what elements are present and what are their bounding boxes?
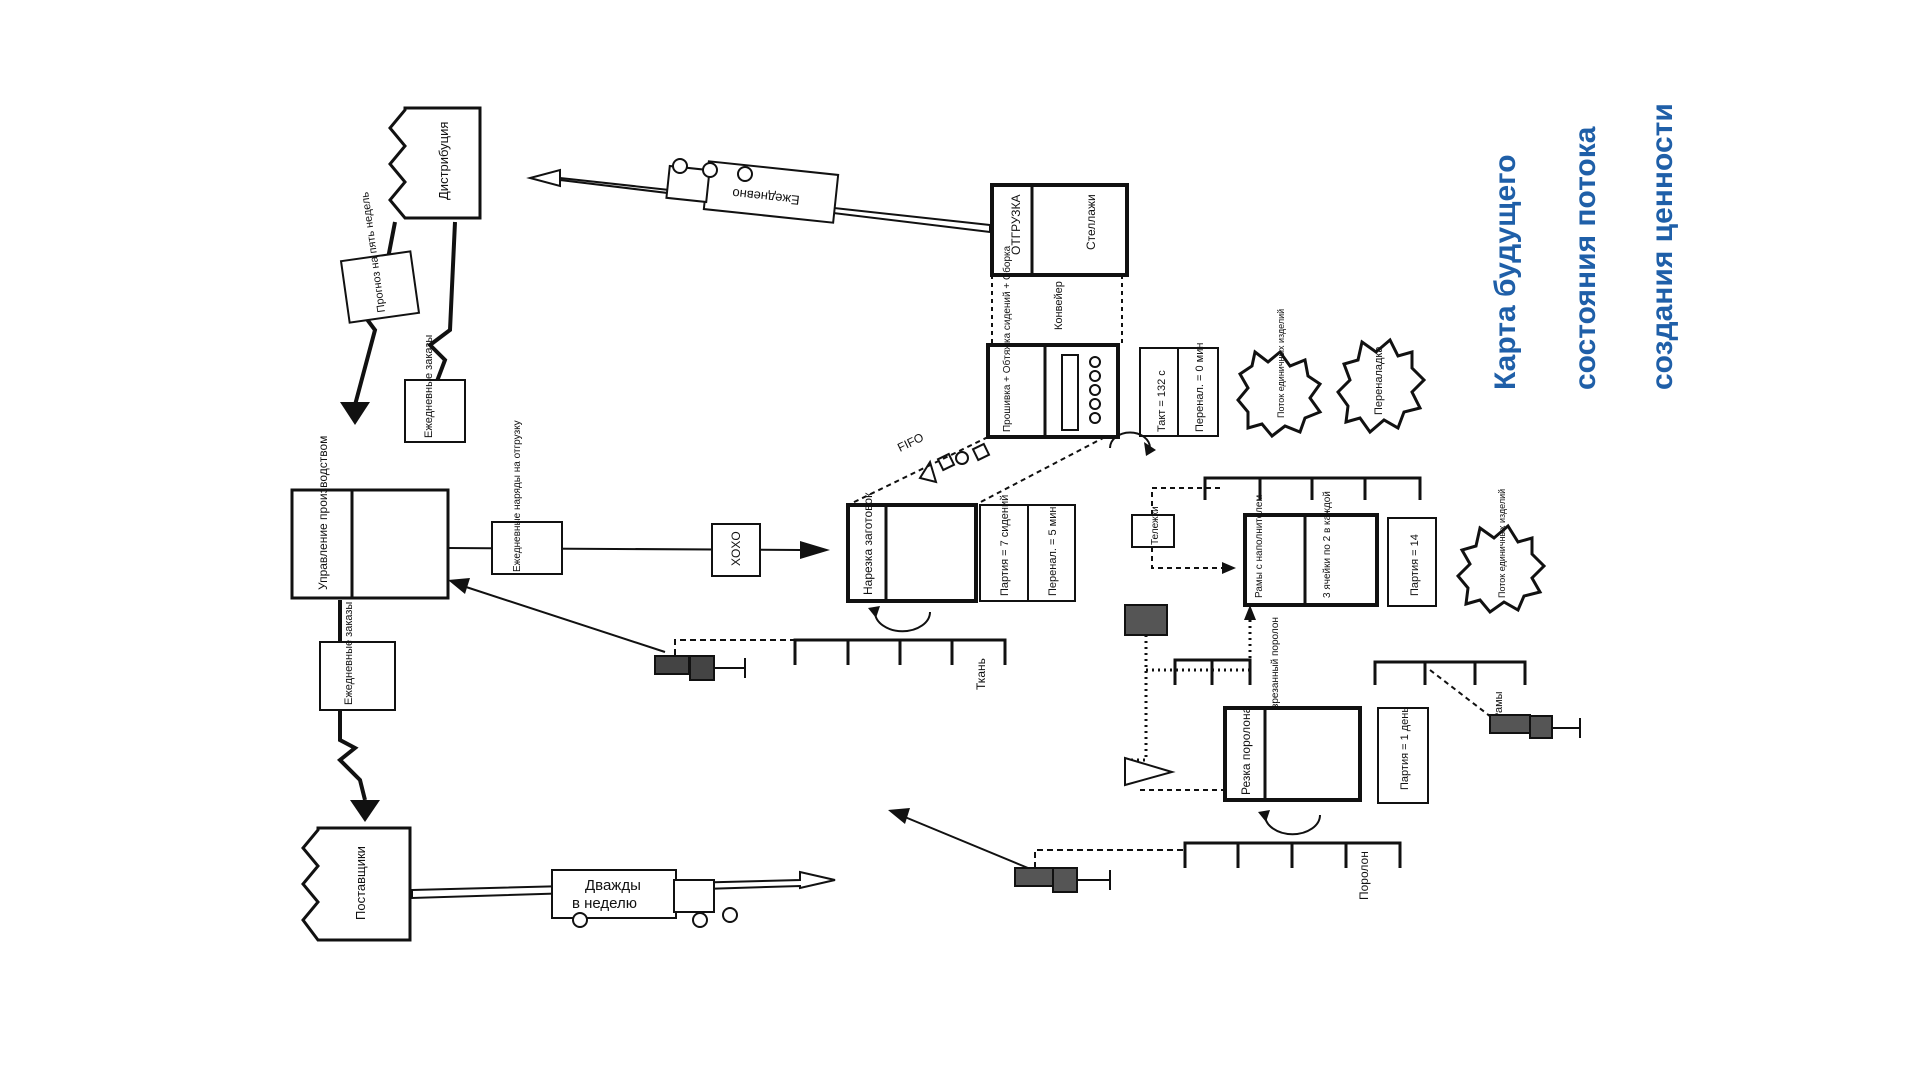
sewing-cycle-icon [1109,431,1156,456]
foam-supermarket: Поролон [1183,841,1402,900]
sewing-takt: Такт = 132 с [1156,370,1168,432]
trolley-label: Тележки [1150,506,1161,545]
frame-filler-process: Рамы с наполнителем 3 ячейки по 2 в кажд… [1243,491,1379,607]
frames-supermarket: Рамы [1373,660,1581,739]
daily-shipping-arrow: Ежедневно [526,158,991,234]
cut-foam-supermarket: Разрезанный поролон [1173,617,1281,720]
title-line-3: создания ценности [1646,103,1679,390]
supplier-shipping-arrow: Дважды в неделю [411,869,836,928]
shipping-label: ОТГРУЗКА [1009,194,1023,255]
map-title: Карта будущего состояния потока создания… [1489,103,1679,390]
fifo-shapes-icon [918,442,991,484]
distribution-factory: Дистрибуция [388,106,482,220]
fabric-label: Ткань [974,658,988,690]
foam-cutting-process: Резка поролона [1223,706,1362,802]
shipping-list-flow: Ежедневные наряды на отгрузку XOXO [447,420,830,577]
foam-cutting-batch: Партия = 1 день [1399,707,1411,790]
title-line-2: состояния потока [1569,126,1602,390]
foam-cutting-label: Резка поролона [1239,706,1253,795]
cutting-blanks-process: Нарезка заготовок [846,492,978,603]
kaizen-changeover-burst: Переналадка [1336,337,1427,435]
frames-label: Рамы [1493,691,1505,720]
shipping-process: ОТГРУЗКА Стеллажи [990,183,1129,277]
foam-cutting-cycle-icon [1258,810,1321,836]
twice-weekly-line-2: в неделю [572,895,637,912]
frame-filler-data-box: Партия = 14 [1387,517,1437,607]
frame-filler-label: Рамы с наполнителем [1254,495,1265,598]
kaizen-changeover-label: Переналадка [1373,346,1385,415]
daily-truck-label: Ежедневно [731,186,800,208]
fifo-lane: FIFO [847,430,1106,506]
kaizen-flow-label-2: Поток единичных изделий [1497,489,1507,598]
fifo-label: FIFO [895,430,926,455]
cutting-blanks-batch: Партия = 7 сидений [999,495,1011,596]
twice-weekly-line-1: Дважды [585,877,641,894]
trolley-signal: Тележки [1131,487,1236,574]
push-arrow-icon [1124,756,1225,791]
frames-supermarket-top [1203,476,1422,500]
cutting-blanks-changeover: Перенал. = 5 мин [1047,507,1059,596]
cutting-blanks-cycle-icon [868,606,931,633]
fabric-kanban-post [448,578,795,681]
fabric-supermarket: Ткань [793,638,1007,690]
foam-label: Поролон [1357,851,1371,900]
frame-filler-batch: Партия = 14 [1409,534,1421,596]
shipping-sub-label: Стеллажи [1084,194,1098,250]
title-line-1: Карта будущего [1489,154,1522,390]
production-control: Управление производством [290,436,450,600]
conveyor: Конвейер [991,275,1123,345]
cutting-blanks-label: Нарезка заготовок [861,492,875,595]
conveyor-label: Конвейер [1053,281,1065,330]
frame-filler-note: 3 ячейки по 2 в каждой [1322,491,1333,598]
daily-orders-sup-label: Ежедневные заказы [343,602,355,705]
xoxo-label: XOXO [729,531,743,566]
daily-orders-dist-label: Ежедневные заказы [423,335,435,438]
production-control-label: Управление производством [316,436,330,590]
kaizen-flow-burst-1: Поток единичных изделий [1236,309,1323,439]
shipping-list-label: Ежедневные наряды на отгрузку [512,420,523,572]
sewing-changeover: Перенал. = 0 мин [1194,343,1206,432]
cutting-blanks-data-box: Партия = 7 сидений Перенал. = 5 мин [979,495,1076,602]
daily-orders-dist-flow: Ежедневные заказы [404,221,466,443]
sewing-data-box: Такт = 132 с Перенал. = 0 мин [1139,343,1219,437]
suppliers-factory: Поставщики [301,826,412,942]
foam-cutting-data-box: Партия = 1 день [1377,707,1429,804]
cut-foam-label: Разрезанный поролон [1270,617,1281,720]
kaizen-flow-label-1: Поток единичных изделий [1276,309,1286,418]
sewing-assembly-label: Прошивка + Обтяжка сидений + Сборка [1001,245,1013,432]
suppliers-label: Поставщики [353,846,368,920]
foam-kanban-post [888,808,1185,893]
daily-orders-sup-flow: Ежедневные заказы [319,600,396,822]
sewing-assembly-process: Прошивка + Обтяжка сидений + Сборка [986,245,1120,439]
kaizen-flow-burst-2: Поток единичных изделий [1455,489,1547,615]
distribution-label: Дистрибуция [436,122,451,200]
operator-icons [1089,356,1101,424]
